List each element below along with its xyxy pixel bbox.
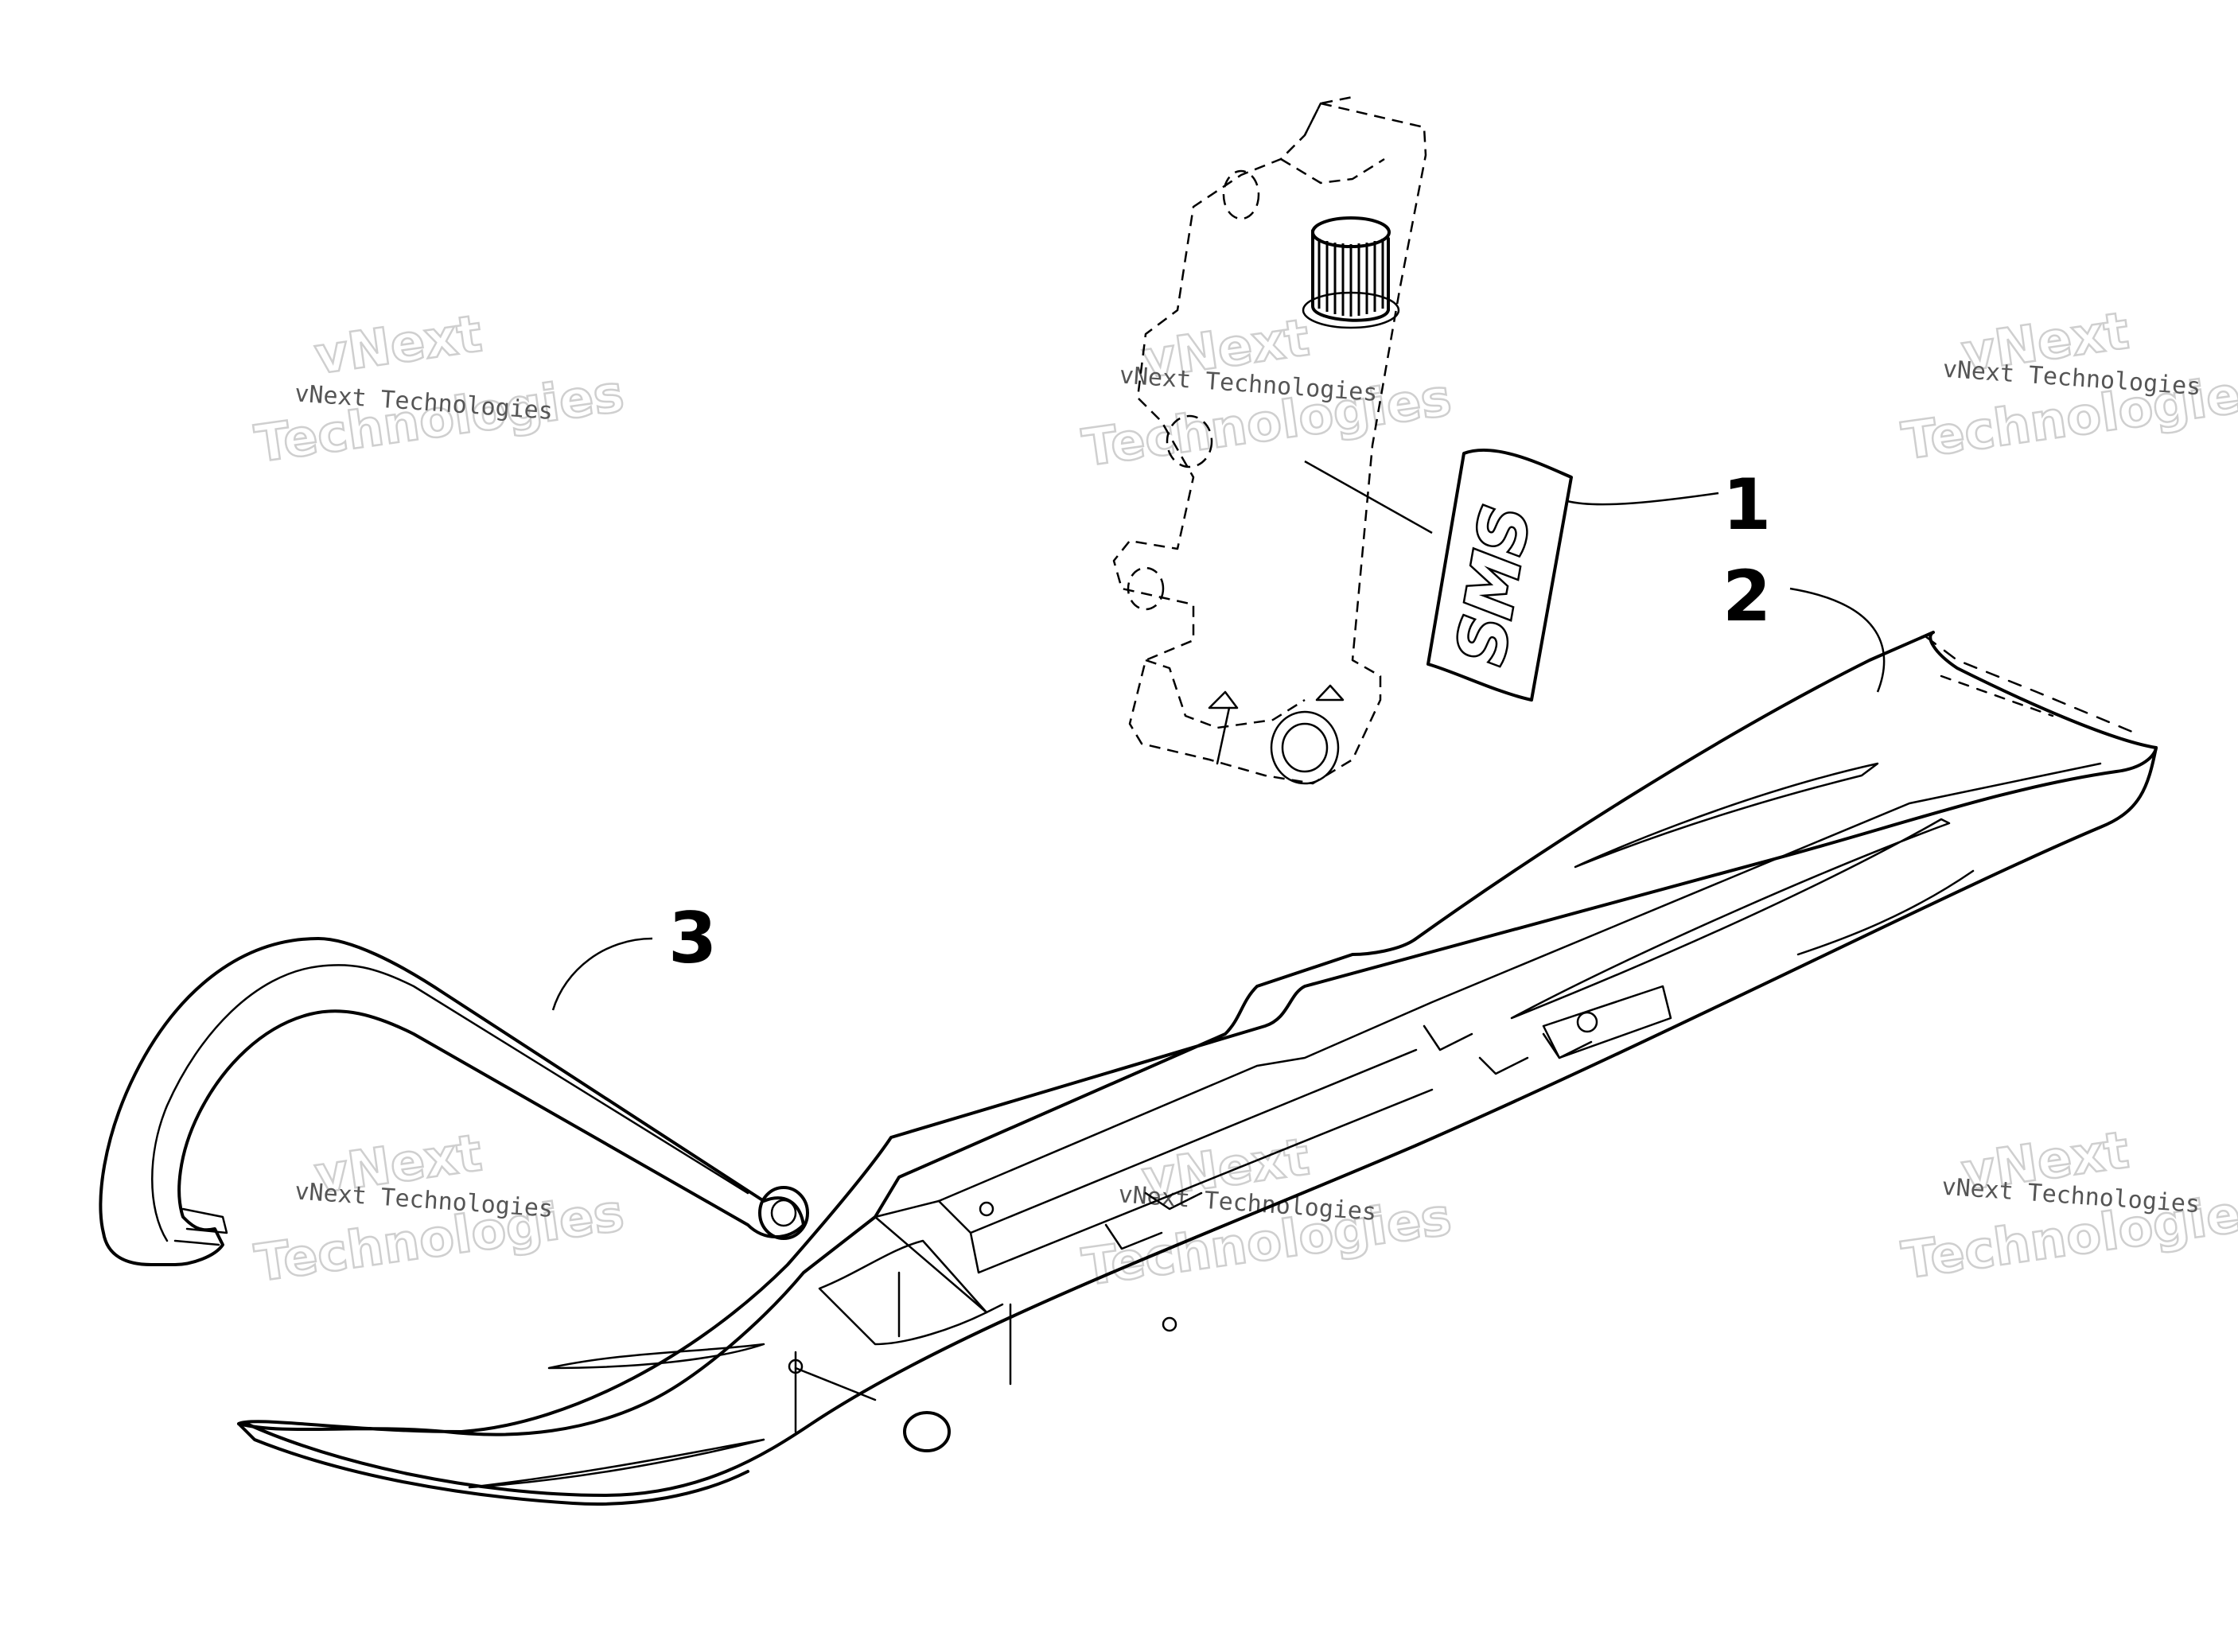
ski-loop-outline (99, 937, 805, 1266)
ski-bolt-hole (903, 1411, 951, 1452)
spindle-arrow-mark (1208, 690, 1239, 709)
callout-2-number: 2 (1722, 555, 1771, 637)
watermark-bottom-left: vNext Technologies vNext Technologies (251, 1123, 629, 1295)
ski-outline (237, 631, 2158, 1436)
ski-part (237, 631, 2158, 1506)
spindle-phantom (1112, 95, 1427, 785)
ski-bottom-edge (245, 746, 2158, 1497)
callout-2-leader (1789, 587, 1886, 693)
callout-3-leader (551, 937, 653, 1011)
callout-3: 3 (551, 897, 717, 1011)
watermark-word-top: vNext (311, 305, 485, 387)
callout-1-leader (1567, 492, 1719, 506)
spindle-bore (1270, 710, 1340, 785)
watermark-top-center: vNext Technologies vNext Technologies (1078, 308, 1456, 480)
watermark-top-left: vNext Technologies vNext Technologies (251, 304, 629, 476)
spindle-knurled-post (1302, 216, 1400, 329)
watermark-bottom-right: vNext Technologies vNext Technologies (1897, 1120, 2238, 1292)
decal-placement-line (1304, 460, 1433, 534)
callout-1: 1 (1567, 464, 1771, 546)
decal-part: SMS (1304, 449, 1573, 702)
decal-logo-text: SMS (1443, 500, 1545, 670)
ski-loop-part (99, 937, 809, 1266)
callout-1-number: 1 (1722, 464, 1771, 546)
callout-2: 2 (1722, 555, 1886, 693)
callout-3-number: 3 (668, 897, 717, 979)
watermark-top-right: vNext Technologies vNext Technologies (1897, 301, 2238, 472)
